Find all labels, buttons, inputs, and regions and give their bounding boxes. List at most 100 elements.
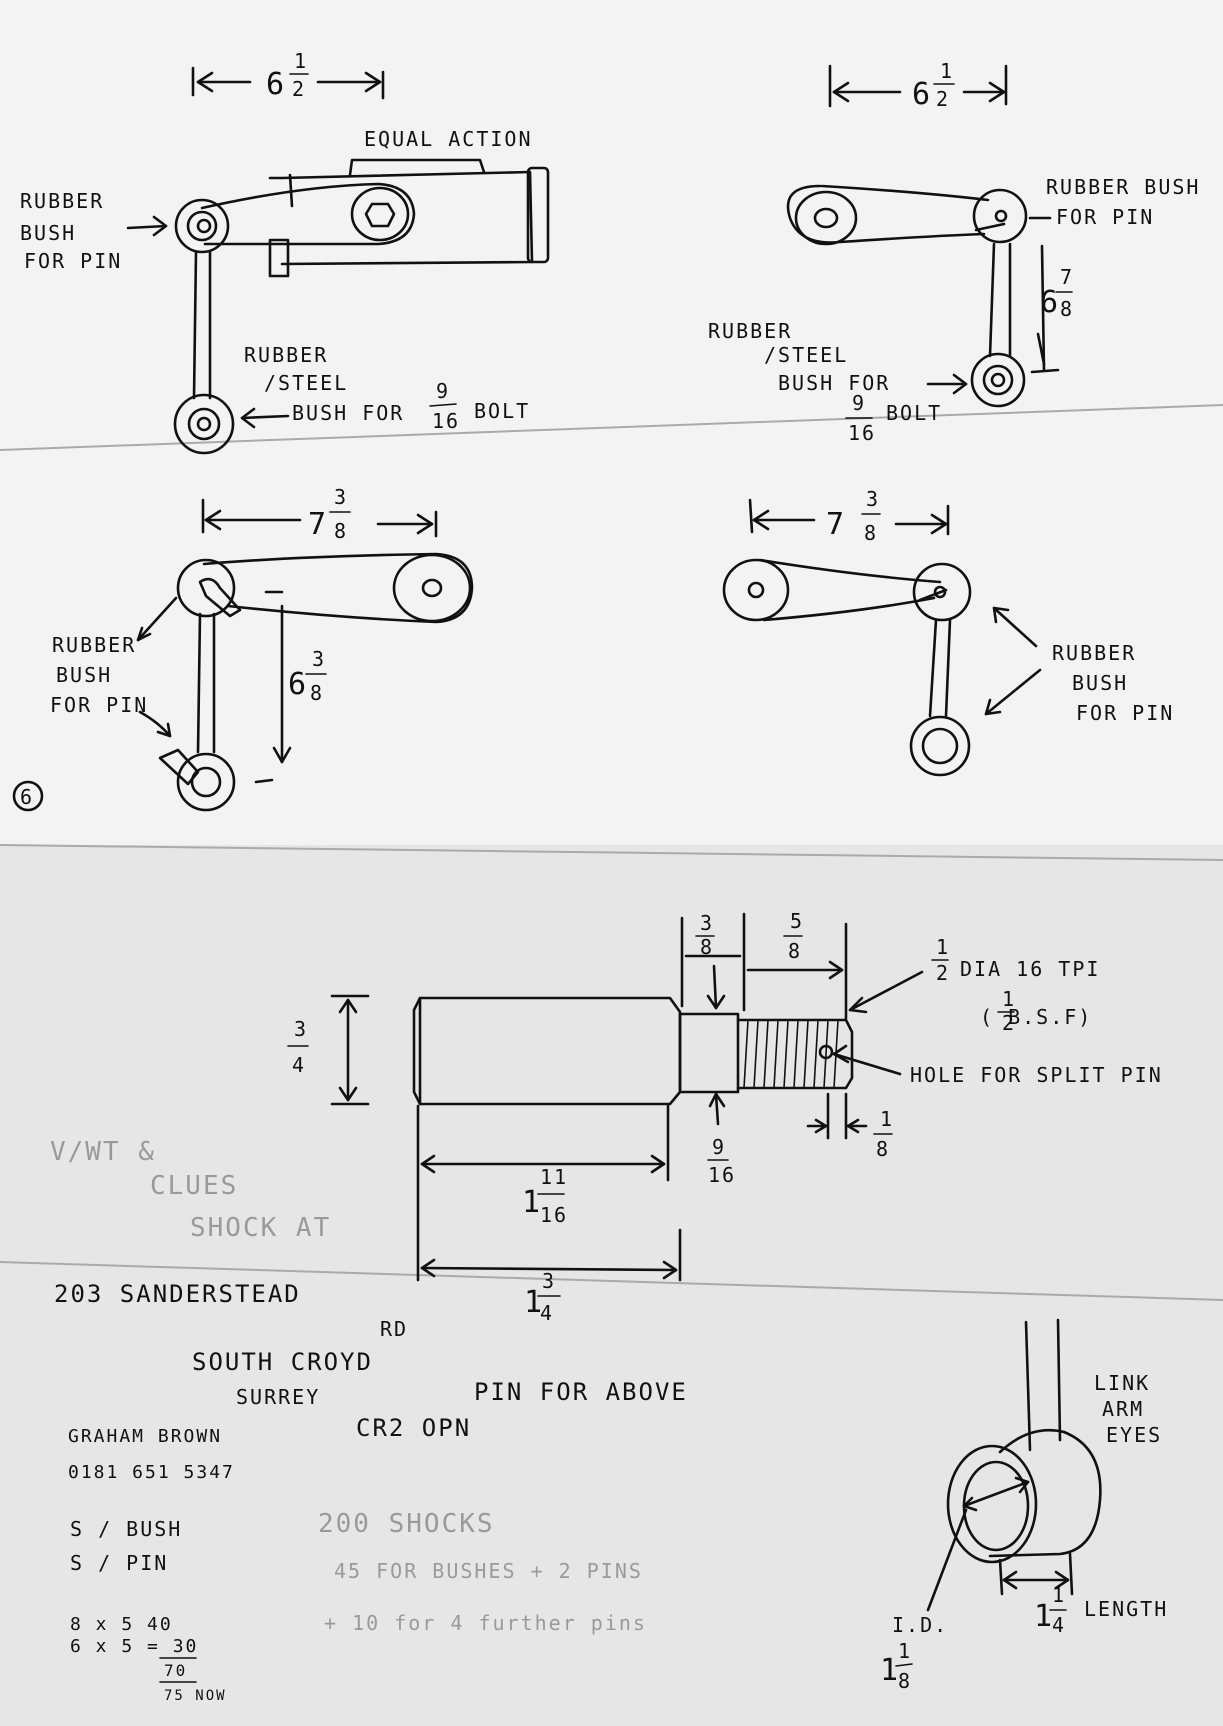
length-whole: 1 — [1034, 1599, 1054, 1634]
d1-dim-den: 2 — [292, 77, 306, 101]
length-num: 1 — [1052, 1583, 1066, 1607]
handwritten-notes: V/WT & CLUES SHOCK AT 203 SANDERSTEAD RD… — [50, 1137, 647, 1704]
id-den: 8 — [898, 1669, 912, 1693]
body-dia-num: 3 — [294, 1017, 308, 1041]
d2-pin-label-1: RUBBER BUSH — [1046, 175, 1200, 199]
pencil-note-4: 200 SHOCKS — [318, 1509, 495, 1539]
neck-dia-den: 16 — [708, 1163, 736, 1187]
link-label-1: LINK — [1094, 1371, 1150, 1395]
d2-dim-den: 2 — [936, 87, 950, 111]
pencil-note-5: 45 FOR BUSHES + 2 PINS — [334, 1559, 643, 1583]
body-len-whole: 1 — [522, 1185, 542, 1220]
link-eye-drawing: LINK ARM EYES I.D. 1 1 8 1 1 4 LENGTH — [880, 1318, 1168, 1693]
address-line-4: SURREY — [236, 1385, 320, 1409]
d2-dim-num: 1 — [940, 59, 954, 83]
d2-bolt-label-2: /STEEL — [764, 343, 848, 367]
length-den: 4 — [1052, 1613, 1066, 1637]
lever-diagram-1: 6 1 2 EQUAL ACTION RUBBER BUSH FOR PIN — [20, 49, 550, 455]
d1-pin-label-1: RUBBER — [20, 189, 104, 213]
calc-line-3: 70 — [164, 1661, 187, 1680]
d2-height-whole: 6 — [1040, 285, 1060, 320]
d2-height-num: 7 — [1060, 265, 1074, 289]
contact-phone: 0181 651 5347 — [68, 1462, 235, 1483]
d2-bolt-label-4: BOLT — [886, 401, 942, 425]
d3-corner-mark: 6 — [20, 785, 34, 809]
d4-dim-whole: 7 — [826, 507, 846, 542]
total-len-whole: 1 — [524, 1285, 544, 1320]
bsf-den: 2 — [1002, 1011, 1016, 1035]
length-label: LENGTH — [1084, 1597, 1168, 1621]
shoulder-len-den: 8 — [700, 935, 714, 959]
d2-bolt-label-3: BUSH FOR — [778, 371, 890, 395]
d1-bolt-num: 9 — [436, 379, 450, 403]
d4-pin-label-2: BUSH — [1072, 671, 1128, 695]
d1-bolt-label-1: RUBBER — [244, 343, 328, 367]
body-dia-den: 4 — [292, 1053, 306, 1077]
d3-pin-label-1: RUBBER — [52, 633, 136, 657]
d2-dim-whole: 6 — [912, 77, 932, 112]
d1-bolt-label-3: BUSH FOR — [292, 401, 404, 425]
neck-dia-num: 9 — [712, 1135, 726, 1159]
d3-height-num: 3 — [312, 647, 326, 671]
d3-height-den: 8 — [310, 681, 324, 705]
fold-line — [0, 1261, 1223, 1301]
fold-line — [0, 844, 1223, 861]
lever-diagram-3: 7 3 8 6 3 8 RUBBER BUSH FOR PIN — [12, 485, 474, 812]
d1-bolt-den: 16 — [432, 409, 460, 433]
id-label: I.D. — [892, 1613, 948, 1637]
corner-circle — [12, 780, 44, 812]
thread-den: 2 — [936, 961, 950, 985]
shoulder-len-num: 3 — [700, 911, 714, 935]
d1-dim-whole: 6 — [266, 67, 286, 102]
d2-bolt-num: 9 — [852, 391, 866, 415]
link-label-2: ARM — [1102, 1397, 1144, 1421]
link-label-3: EYES — [1106, 1423, 1162, 1447]
fold-line — [0, 404, 1223, 451]
address-line-3: SOUTH CROYD — [192, 1348, 373, 1376]
d3-height-whole: 6 — [288, 667, 308, 702]
thread-spec: DIA 16 TPI — [960, 957, 1100, 981]
d3-pin-label-3: FOR PIN — [50, 693, 148, 717]
pencil-note-3: SHOCK AT — [190, 1213, 331, 1243]
item-pin: S / PIN — [70, 1551, 168, 1575]
d4-pin-label-1: RUBBER — [1052, 641, 1136, 665]
d4-pin-label-3: FOR PIN — [1076, 701, 1174, 725]
end-gap-den: 8 — [876, 1137, 890, 1161]
d2-bolt-den: 16 — [848, 421, 876, 445]
d2-bolt-label-1: RUBBER — [708, 319, 792, 343]
d1-pin-label-3: FOR PIN — [24, 249, 122, 273]
d1-pin-label-2: BUSH — [20, 221, 76, 245]
end-gap-num: 1 — [880, 1107, 894, 1131]
d3-pin-label-2: BUSH — [56, 663, 112, 687]
thread-bsf: ( B.S.F) — [980, 1005, 1092, 1029]
address-line-1: 203 SANDERSTEAD — [54, 1280, 301, 1308]
total-len-den: 4 — [540, 1301, 554, 1325]
total-len-num: 3 — [542, 1269, 556, 1293]
d4-dim-num: 3 — [866, 487, 880, 511]
lever-diagram-4: 7 3 8 RUBBER BUSH FOR PIN — [722, 487, 1174, 777]
thread-len-den: 8 — [788, 939, 802, 963]
d1-bolt-label-4: BOLT — [474, 399, 530, 423]
pencil-note-6: + 10 for 4 further pins — [324, 1611, 647, 1635]
calc-line-1: 8 x 5 40 — [70, 1614, 173, 1635]
d3-dim-whole: 7 — [308, 507, 328, 542]
body-len-num: 11 — [540, 1165, 568, 1189]
contact-name: GRAHAM BROWN — [68, 1426, 222, 1447]
body-len-den: 16 — [540, 1203, 568, 1227]
d1-dim-num: 1 — [294, 49, 308, 73]
address-line-2: RD — [380, 1317, 408, 1341]
pencil-note-1: V/WT & — [50, 1137, 156, 1167]
d2-pin-label-2: FOR PIN — [1056, 205, 1154, 229]
d1-top-label: EQUAL ACTION — [364, 127, 533, 151]
pin-caption: PIN FOR ABOVE — [474, 1378, 688, 1406]
address-line-5: CR2 OPN — [356, 1414, 471, 1442]
pencil-note-2: CLUES — [150, 1171, 238, 1201]
thread-len-num: 5 — [790, 909, 804, 933]
calc-line-2: 6 x 5 = 30 — [70, 1636, 198, 1657]
id-num: 1 — [898, 1639, 912, 1663]
split-pin-label: HOLE FOR SPLIT PIN — [910, 1063, 1163, 1087]
id-whole: 1 — [880, 1653, 900, 1688]
calc-line-4: 75 NOW — [164, 1688, 227, 1704]
